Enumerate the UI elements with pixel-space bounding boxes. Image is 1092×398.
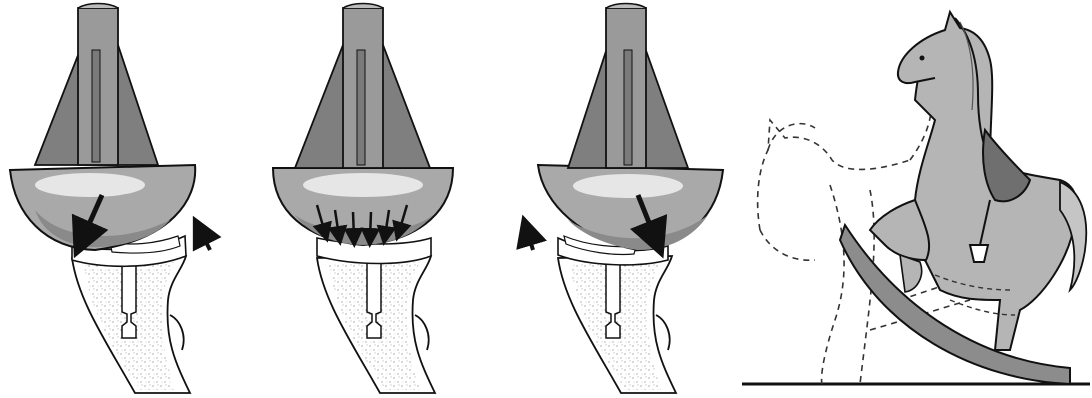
bone-contour-line (170, 315, 184, 350)
femoral-component-tray (10, 165, 195, 250)
stem-rod (78, 4, 118, 166)
panel-central-load (273, 4, 453, 394)
tibial-keel (122, 262, 136, 338)
stem-rod (343, 4, 383, 169)
panel-edge-load-left (10, 4, 210, 394)
saddle (983, 130, 1030, 201)
lift-arrow (527, 230, 533, 250)
panel-edge-load-right (527, 4, 723, 394)
bone-contour-line (415, 315, 429, 350)
stem-rod (606, 4, 646, 169)
stirrup (970, 245, 988, 262)
panel-rocking-horse (742, 12, 1090, 384)
femoral-component-tray (273, 168, 453, 245)
tibial-keel (606, 262, 620, 338)
lift-arrow (200, 230, 210, 250)
bone-contour-line (656, 315, 670, 350)
tibial-keel (367, 262, 381, 338)
eye-icon (920, 56, 925, 61)
